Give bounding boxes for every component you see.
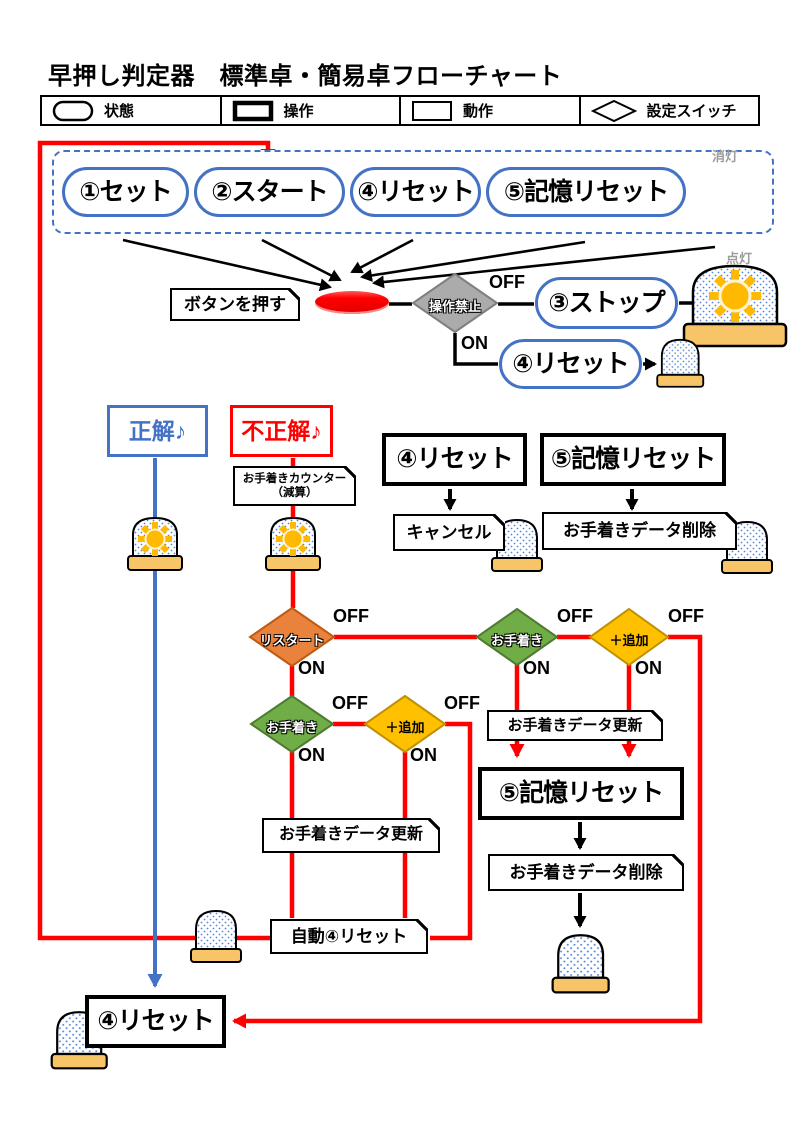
action-data-update-right: お手着きデータ更新 bbox=[487, 710, 663, 741]
switch-tsuika1-label: ＋追加 bbox=[609, 633, 649, 648]
legend-switch: 設定スイッチ bbox=[578, 97, 759, 124]
state-start: ②スタート bbox=[194, 167, 345, 217]
operation-reset-bottom: ④リセット bbox=[85, 995, 226, 1048]
otetsuki1-on-label: ON bbox=[523, 658, 550, 678]
push-button-icon bbox=[315, 291, 389, 314]
otetsuki2-off-label: OFF bbox=[332, 693, 368, 713]
lamp-delete2-icon bbox=[551, 934, 610, 994]
operation-reset: ④リセット bbox=[382, 433, 527, 486]
action-cancel: キャンセル bbox=[393, 514, 505, 551]
legend-state: 状態 bbox=[42, 97, 220, 124]
result-correct: 正解♪ bbox=[107, 405, 208, 457]
action-shape-icon bbox=[412, 100, 452, 121]
switch-otetsuki2-label: お手着き bbox=[265, 720, 318, 735]
legend-operation: 操作 bbox=[219, 97, 400, 124]
operation-memory-reset: ⑤記憶リセット bbox=[540, 433, 726, 486]
state-shape-icon bbox=[52, 100, 94, 121]
state-stop: ③ストップ bbox=[535, 277, 678, 329]
state-set: ①セット bbox=[62, 167, 189, 217]
legend-state-label: 状態 bbox=[104, 103, 135, 120]
otetsuki2-on-label: ON bbox=[298, 745, 325, 765]
edge-forbid-on-reset bbox=[453, 333, 498, 366]
state-reset-on-branch: ④リセット bbox=[499, 339, 642, 389]
action-auto-reset: 自動④リセット bbox=[270, 919, 428, 954]
diamond-forbid-shape bbox=[411, 272, 499, 334]
operation-shape-icon bbox=[232, 100, 273, 121]
restart-on-label: ON bbox=[298, 658, 325, 678]
diamond-restart-shape bbox=[248, 606, 336, 668]
counter-line2: （減算） bbox=[271, 487, 318, 499]
tsuika1-off-label: OFF bbox=[668, 606, 704, 626]
lamp-lit-icon bbox=[684, 266, 786, 346]
switch-restart-label: リスタート bbox=[259, 633, 325, 648]
edge-autoreset-to-start bbox=[37, 140, 276, 941]
otetsuki1-off-label: OFF bbox=[557, 606, 593, 626]
diamond-ts2-shape bbox=[363, 694, 447, 754]
lamp-autoreset-icon bbox=[190, 910, 242, 963]
lamp-off-state-label: 消灯 bbox=[712, 149, 739, 164]
page-title: 早押し判定器 標準卓・簡易卓フローチャート bbox=[48, 63, 563, 90]
edge-ts2-off bbox=[430, 721, 473, 941]
action-counter: お手着きカウンター （減算） bbox=[233, 466, 356, 506]
state-reset: ④リセット bbox=[350, 167, 481, 217]
action-data-delete-1: お手着きデータ削除 bbox=[542, 512, 737, 550]
legend-switch-label: 設定スイッチ bbox=[646, 103, 737, 120]
lamp-correct-icon bbox=[128, 518, 182, 570]
result-wrong: 不正解♪ bbox=[230, 405, 333, 457]
action-press-button: ボタンを押す bbox=[170, 288, 300, 321]
switch-tsuika2-label: ＋追加 bbox=[385, 720, 425, 735]
legend-action-label: 動作 bbox=[463, 103, 494, 120]
restart-off-label: OFF bbox=[333, 606, 369, 626]
lamp-reset-on-icon bbox=[656, 338, 705, 388]
switch-operation-forbid-label: 操作禁止 bbox=[428, 299, 481, 314]
edge-ts1-off-to-resetbottom bbox=[232, 634, 703, 1029]
tsuika1-on-label: ON bbox=[635, 658, 662, 678]
forbid-on-label: ON bbox=[461, 333, 488, 353]
edges-states-to-button bbox=[122, 238, 716, 292]
diamond-ts1-shape bbox=[588, 607, 670, 667]
diamond-ot1-shape bbox=[475, 607, 559, 667]
legend-action: 動作 bbox=[399, 97, 579, 124]
lamp-lit-state-label: 点灯 bbox=[726, 251, 753, 266]
operation-memory-reset-2: ⑤記憶リセット bbox=[478, 767, 684, 820]
legend-operation-label: 操作 bbox=[283, 103, 314, 120]
switch-shape-icon bbox=[590, 99, 637, 122]
lamp-wrong-icon bbox=[266, 518, 320, 570]
counter-line1: お手着きカウンター bbox=[242, 472, 347, 485]
tsuika2-off-label: OFF bbox=[444, 693, 480, 713]
forbid-off-label: OFF bbox=[489, 272, 525, 292]
tsuika2-on-label: ON bbox=[410, 745, 437, 765]
switch-otetsuki1-label: お手着き bbox=[490, 633, 543, 648]
action-data-update-left: お手着きデータ更新 bbox=[262, 818, 440, 853]
action-data-delete-2: お手着きデータ削除 bbox=[488, 854, 684, 891]
legend-bar: 状態 操作 動作 設定スイッチ bbox=[40, 95, 760, 126]
state-memory-reset: ⑤記憶リセット bbox=[486, 167, 686, 217]
diamond-ot2-shape bbox=[249, 694, 335, 754]
